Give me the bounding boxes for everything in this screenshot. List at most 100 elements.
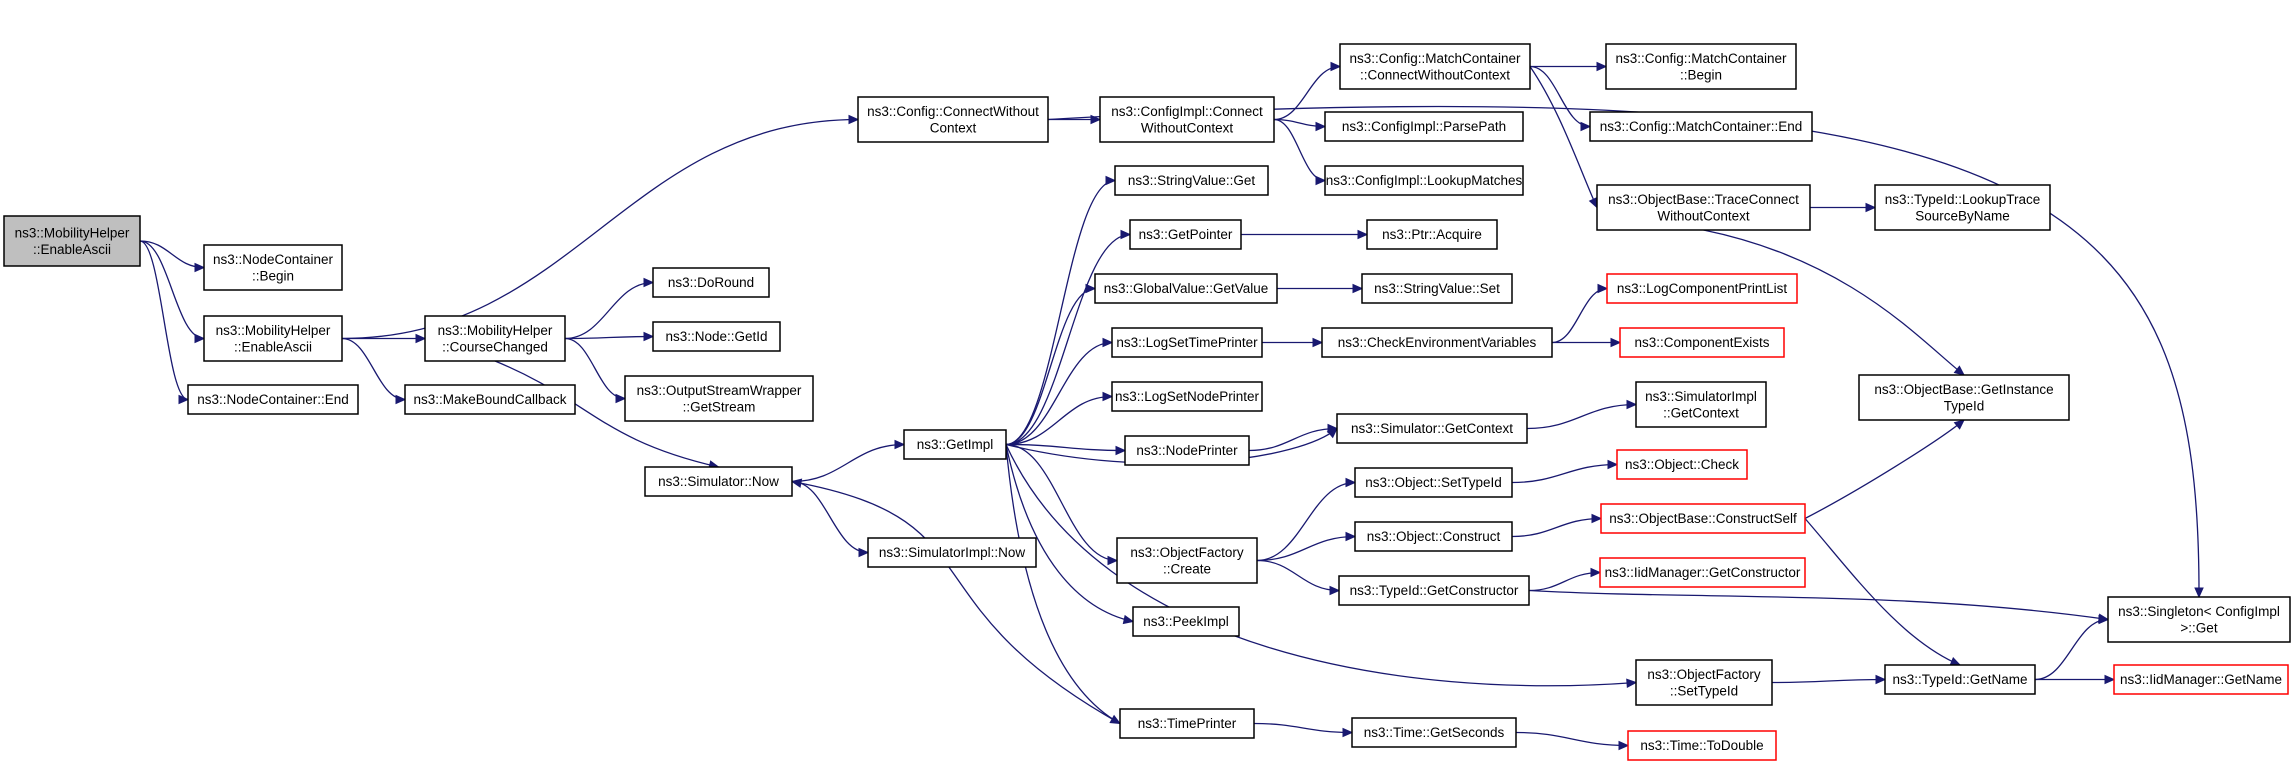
node-n6[interactable]: ns3::MakeBoundCallback	[404, 384, 576, 415]
node-n16[interactable]: ns3::GlobalValue::GetValue	[1094, 273, 1278, 304]
arrowhead-icon	[1105, 175, 1117, 186]
node-n45[interactable]: ns3::Time::ToDouble	[1627, 730, 1777, 761]
node-label: ns3::NodeContainer::End	[197, 392, 349, 407]
edge-n31-n42	[1511, 513, 1603, 538]
arrowhead-icon	[1596, 61, 1608, 72]
edge-n13-n24	[1273, 118, 1327, 132]
node-n8[interactable]: ns3::Node::GetId	[652, 321, 781, 352]
node-n43[interactable]: ns3::IidManager::GetConstructor	[1599, 557, 1806, 588]
edge-n11-n14	[1005, 175, 1117, 446]
node-n15[interactable]: ns3::GetPointer	[1129, 219, 1242, 250]
node-n10[interactable]: ns3::Simulator::Now	[644, 466, 793, 497]
node-label: ns3::ObjectBase::ConstructSelf	[1609, 511, 1797, 526]
node-n19[interactable]: ns3::NodePrinter	[1124, 435, 1250, 466]
node-n4[interactable]: ns3::Config::ConnectWithoutContext	[857, 96, 1049, 143]
node-n37[interactable]: ns3::ObjectBase::TraceConnectWithoutCont…	[1596, 184, 1811, 231]
arrowhead-icon	[178, 394, 190, 405]
edge-line	[1804, 419, 1965, 520]
node-label: ns3::ConfigImpl::LookupMatches	[1326, 173, 1523, 188]
node-n40[interactable]: ns3::SimulatorImpl::GetContext	[1635, 381, 1767, 428]
node-n31[interactable]: ns3::Object::Construct	[1354, 521, 1513, 552]
node-label: ns3::IidManager::GetName	[2120, 672, 2282, 687]
arrowhead-icon	[1342, 727, 1354, 738]
node-n33[interactable]: ns3::ObjectFactory::SetTypeId	[1635, 659, 1773, 706]
node-n11[interactable]: ns3::GetImpl	[903, 429, 1007, 460]
node-n29[interactable]: ns3::Simulator::GetContext	[1336, 413, 1528, 444]
node-n12[interactable]: ns3::SimulatorImpl::Now	[867, 537, 1037, 568]
node-n38[interactable]: ns3::LogComponentPrintList	[1606, 273, 1798, 304]
node-label: ns3::Node::GetId	[665, 329, 767, 344]
node-n2[interactable]: ns3::MobilityHelper::EnableAscii	[203, 315, 343, 362]
node-n1[interactable]: ns3::NodeContainer::Begin	[203, 244, 343, 291]
node-n41[interactable]: ns3::Object::Check	[1616, 449, 1748, 480]
node-box	[1132, 606, 1240, 637]
node-n7[interactable]: ns3::DoRound	[652, 267, 770, 298]
node-n9[interactable]: ns3::OutputStreamWrapper::GetStream	[624, 375, 814, 422]
node-label: ns3::Ptr::Acquire	[1382, 227, 1482, 242]
node-n5[interactable]: ns3::MobilityHelper::CourseChanged	[424, 315, 566, 362]
node-n24[interactable]: ns3::ConfigImpl::ParsePath	[1324, 111, 1524, 142]
edge-n0-n3	[139, 240, 190, 405]
node-n17[interactable]: ns3::LogSetTimePrinter	[1111, 327, 1263, 358]
edge-line	[1005, 443, 1118, 562]
edge-n11-n19	[1005, 443, 1127, 456]
edge-n20-n31	[1256, 531, 1357, 562]
node-n26[interactable]: ns3::Ptr::Acquire	[1366, 219, 1498, 250]
node-label: ns3::Object::SetTypeId	[1365, 475, 1502, 490]
node-n23[interactable]: ns3::Config::MatchContainer::ConnectWith…	[1339, 43, 1531, 90]
edge-line	[1248, 427, 1338, 452]
node-n22[interactable]: ns3::TimePrinter	[1119, 708, 1255, 739]
node-label: ns3::MakeBoundCallback	[413, 392, 566, 407]
node-n27[interactable]: ns3::StringValue::Set	[1361, 273, 1513, 304]
node-n32[interactable]: ns3::TypeId::GetConstructor	[1338, 575, 1530, 606]
node-n13[interactable]: ns3::ConfigImpl::ConnectWithoutContext	[1099, 96, 1275, 143]
node-label: ns3::Object::Check	[1625, 457, 1739, 472]
node-n35[interactable]: ns3::Config::MatchContainer::Begin	[1605, 43, 1797, 90]
edge-n28-n38	[1551, 283, 1609, 344]
node-n3[interactable]: ns3::NodeContainer::End	[187, 384, 359, 415]
node-label: ns3::ConfigImpl::Connect	[1111, 104, 1263, 119]
node-box	[1099, 96, 1275, 143]
edge-n22-n10	[790, 478, 1121, 725]
node-n18[interactable]: ns3::LogSetNodePrinter	[1111, 381, 1263, 412]
node-box	[1354, 521, 1513, 552]
node-n39[interactable]: ns3::ComponentExists	[1619, 327, 1785, 358]
node-n28[interactable]: ns3::CheckEnvironmentVariables	[1321, 327, 1553, 358]
edge-n2-n5	[342, 333, 427, 344]
node-n30[interactable]: ns3::Object::SetTypeId	[1354, 467, 1513, 498]
arrowhead-icon	[1315, 121, 1327, 132]
node-n0[interactable]: ns3::MobilityHelper::EnableAscii	[3, 215, 141, 267]
node-label: ns3::LogComponentPrintList	[1617, 281, 1788, 296]
edge-n13-n23	[1273, 61, 1342, 121]
arrowhead-icon	[894, 439, 906, 450]
edge-n2-n6	[341, 337, 407, 405]
node-n42[interactable]: ns3::ObjectBase::ConstructSelf	[1600, 503, 1806, 534]
node-n20[interactable]: ns3::ObjectFactory::Create	[1116, 537, 1258, 584]
node-label: ns3::LogSetNodePrinter	[1115, 389, 1260, 404]
edge-n5-n7	[564, 277, 655, 340]
node-n25[interactable]: ns3::ConfigImpl::LookupMatches	[1324, 165, 1524, 196]
edge-n11-n17	[1005, 337, 1114, 446]
node-n34[interactable]: ns3::Time::GetSeconds	[1351, 717, 1517, 748]
node-label: WithoutContext	[1657, 208, 1750, 223]
arrowhead-icon	[1107, 555, 1119, 566]
edge-n44-n48	[2034, 614, 2110, 681]
edge-line	[1256, 559, 1340, 592]
node-n49[interactable]: ns3::IidManager::GetName	[2113, 664, 2289, 695]
node-label: ns3::GlobalValue::GetValue	[1104, 281, 1269, 296]
edge-n42-n47	[1804, 419, 1965, 520]
node-label: ns3::StringValue::Set	[1374, 281, 1500, 296]
edge-n33-n44	[1771, 674, 1887, 685]
node-n21[interactable]: ns3::PeekImpl	[1132, 606, 1240, 637]
edge-n11-n21	[1005, 444, 1135, 625]
edge-line	[1005, 395, 1113, 446]
node-label: ns3::Time::GetSeconds	[1364, 725, 1505, 740]
node-n44[interactable]: ns3::TypeId::GetName	[1884, 664, 2036, 695]
node-n14[interactable]: ns3::StringValue::Get	[1114, 165, 1269, 196]
node-n36[interactable]: ns3::Config::MatchContainer::End	[1589, 111, 1813, 142]
node-box	[203, 315, 343, 362]
node-n48[interactable]: ns3::Singleton< ConfigImpl >::Get	[2107, 596, 2291, 643]
edge-n28-n39	[1551, 337, 1622, 348]
